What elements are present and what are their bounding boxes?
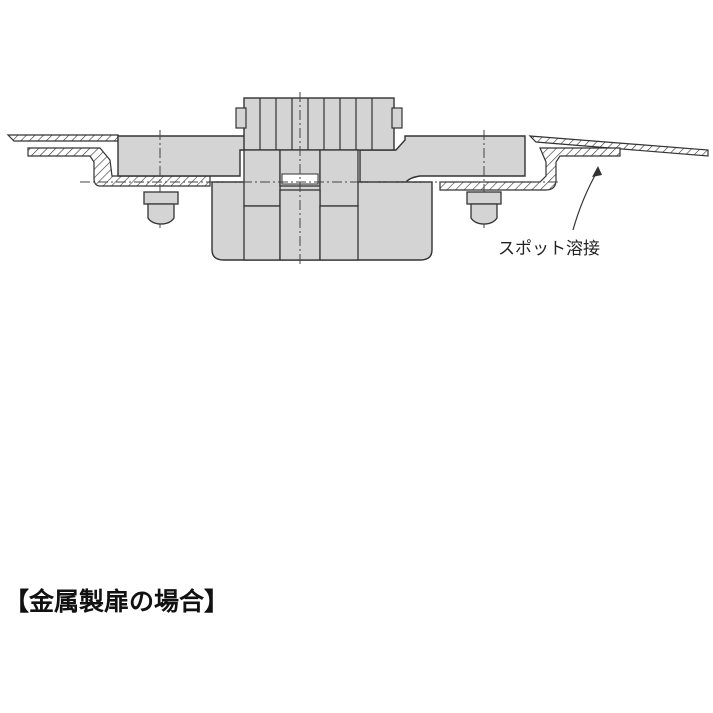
right-bolt bbox=[466, 191, 502, 225]
spot-weld-arrowhead bbox=[592, 166, 602, 177]
left-door-panel bbox=[6, 134, 119, 142]
hinge-leaf-segments bbox=[243, 149, 359, 261]
knuckle-ribs bbox=[259, 98, 373, 150]
hinge-knuckle bbox=[243, 97, 395, 151]
right-door-panel bbox=[528, 135, 709, 157]
left-bolt bbox=[143, 191, 179, 225]
knuckle-cap-right bbox=[391, 107, 403, 129]
spot-weld-leader bbox=[572, 169, 599, 231]
hinge-base-plate bbox=[117, 135, 246, 177]
figure-caption: 【金属製扉の場合】 bbox=[4, 587, 230, 616]
spot-weld-label: スポット溶接 bbox=[498, 239, 600, 259]
knuckle-cap-left bbox=[235, 107, 247, 129]
